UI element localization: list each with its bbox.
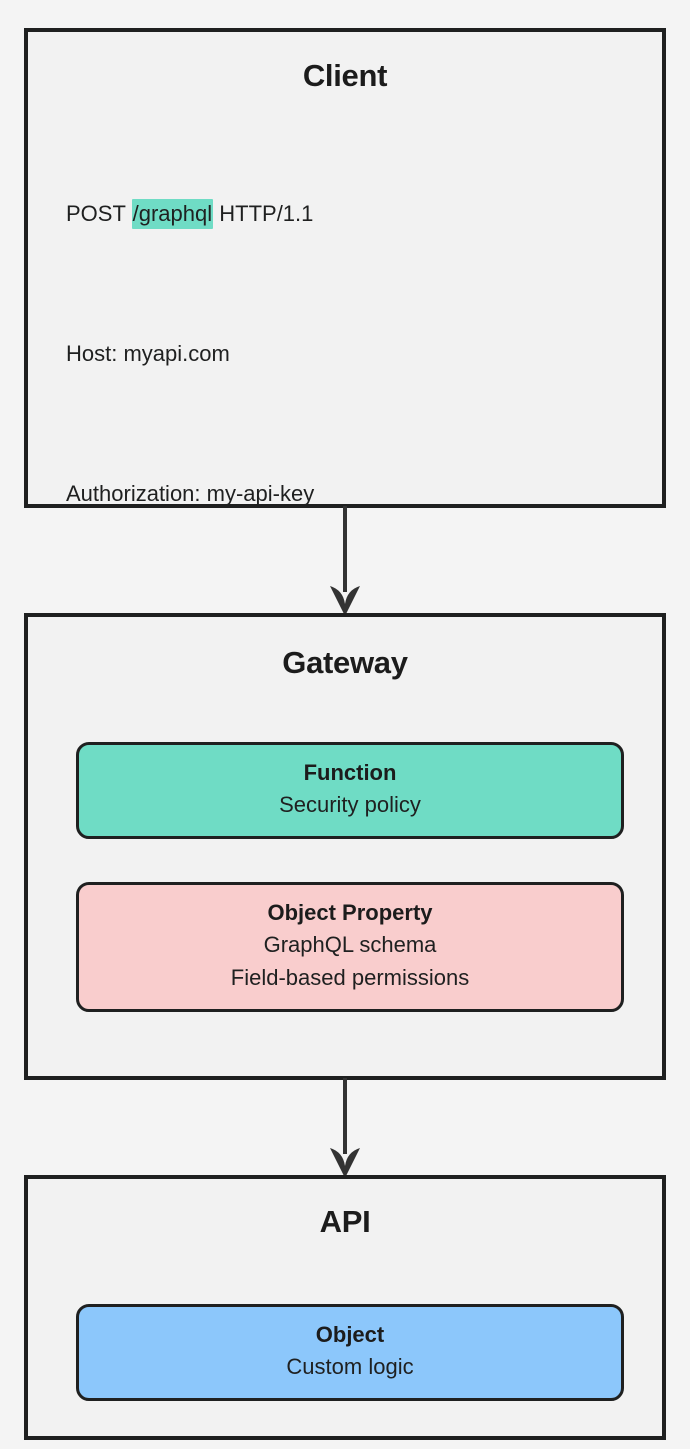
- card-object-property[interactable]: Object Property GraphQL schema Field-bas…: [76, 882, 624, 1012]
- node-client[interactable]: Client POST /graphql HTTP/1.1 Host: myap…: [24, 28, 666, 1202]
- request-protocol: HTTP/1.1: [213, 201, 314, 227]
- arrow-down-icon: [330, 506, 360, 616]
- card-object-property-title: Object Property: [267, 900, 433, 925]
- request-line-host: Host: myapi.com: [66, 341, 230, 367]
- card-object-title: Object: [315, 1322, 385, 1347]
- card-function-title: Function: [303, 760, 397, 785]
- node-gateway[interactable]: Gateway Function Security policy Object …: [24, 613, 666, 1080]
- card-object-property-line-2: Field-based permissions: [230, 965, 470, 990]
- node-client-title: Client: [302, 58, 388, 93]
- card-function-line-1: Security policy: [279, 792, 421, 817]
- request-line-authorization: Authorization: my-api-key: [66, 481, 315, 507]
- card-object-line-1: Custom logic: [286, 1354, 414, 1379]
- card-object-property-line-1: GraphQL schema: [263, 932, 437, 957]
- arrow-gateway-to-api: [321, 1078, 369, 1180]
- card-function[interactable]: Function Security policy: [76, 742, 624, 839]
- request-path-highlight: /graphql: [131, 199, 214, 230]
- arrow-client-to-gateway: [321, 506, 369, 618]
- card-object[interactable]: Object Custom logic: [76, 1304, 624, 1401]
- request-method: POST: [66, 201, 132, 227]
- request-line-method: POST /graphql HTTP/1.1: [66, 196, 662, 231]
- node-api-title: API: [319, 1204, 371, 1239]
- node-gateway-title: Gateway: [282, 645, 408, 680]
- node-api[interactable]: API Object Custom logic: [24, 1175, 666, 1440]
- arrow-down-icon: [330, 1078, 360, 1178]
